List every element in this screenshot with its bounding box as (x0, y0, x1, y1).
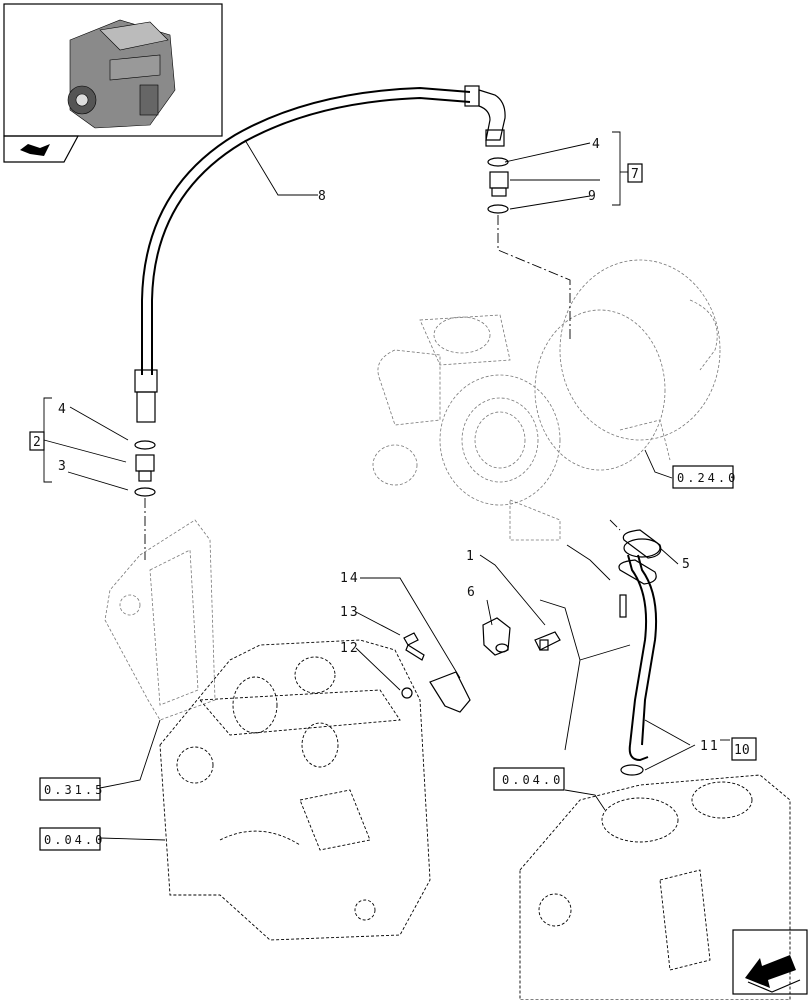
washer-11 (620, 764, 644, 776)
ref-box-turbo[interactable]: 0.24.0 (672, 465, 738, 489)
callout-4-top: 4 (592, 137, 600, 152)
ref-box-block-left[interactable]: 0.04.0 (39, 827, 105, 851)
ref-turbo: 0.24.0 (677, 471, 738, 485)
plug-12 (401, 687, 413, 699)
callout-5: 5 (682, 557, 690, 572)
callout-box-10[interactable]: 10 (731, 737, 757, 761)
stud-13 (403, 632, 425, 661)
callout-11: 11 (700, 739, 720, 754)
ref-block-right: 0.04.0 (502, 773, 563, 787)
callout-8: 8 (318, 189, 326, 204)
callout-12: 12 (340, 641, 360, 656)
bolt-1 (534, 631, 561, 651)
engine-block-left (159, 639, 431, 941)
bolt-small (619, 594, 627, 618)
callout-7: 7 (631, 167, 639, 182)
union-fitting-top (489, 171, 509, 197)
book-arrow-icon[interactable] (3, 135, 80, 163)
callout-14: 14 (340, 571, 360, 586)
ref-block-left: 0.04.0 (44, 833, 105, 847)
callout-13: 13 (340, 605, 360, 620)
callout-box-7[interactable]: 7 (627, 163, 643, 183)
page-arrow-icon[interactable] (732, 929, 808, 995)
callout-6: 6 (467, 585, 475, 600)
ref-plate: 0.31.5 (44, 783, 105, 797)
callout-1: 1 (466, 549, 474, 564)
adapter-plate-ghost (104, 519, 216, 721)
pipe-8 (134, 85, 506, 423)
engine-thumbnail-icon[interactable] (3, 3, 223, 137)
callout-10: 10 (734, 743, 750, 758)
callout-2: 2 (33, 435, 41, 450)
washer-3 (134, 487, 156, 497)
washer-9 (487, 204, 509, 214)
washer-4-left (134, 440, 156, 450)
center-lines (144, 215, 621, 560)
gasket-5 (623, 538, 661, 558)
washer-4-top (487, 157, 509, 167)
turbocharger-ghost (372, 259, 721, 541)
bracket-14 (429, 671, 471, 713)
ref-box-plate[interactable]: 0.31.5 (39, 777, 105, 801)
callout-9: 9 (588, 189, 596, 204)
callout-box-2[interactable]: 2 (29, 431, 45, 451)
engine-block-right (519, 774, 791, 1000)
banjo-fitting-6 (482, 617, 511, 656)
ref-box-block-right[interactable]: 0.04.0 (493, 767, 565, 791)
oil-return-pipe-10 (618, 529, 662, 762)
callout-3: 3 (58, 459, 66, 474)
union-fitting-left (135, 454, 155, 482)
leader-lines (43, 131, 730, 841)
callout-4-left: 4 (58, 402, 66, 417)
